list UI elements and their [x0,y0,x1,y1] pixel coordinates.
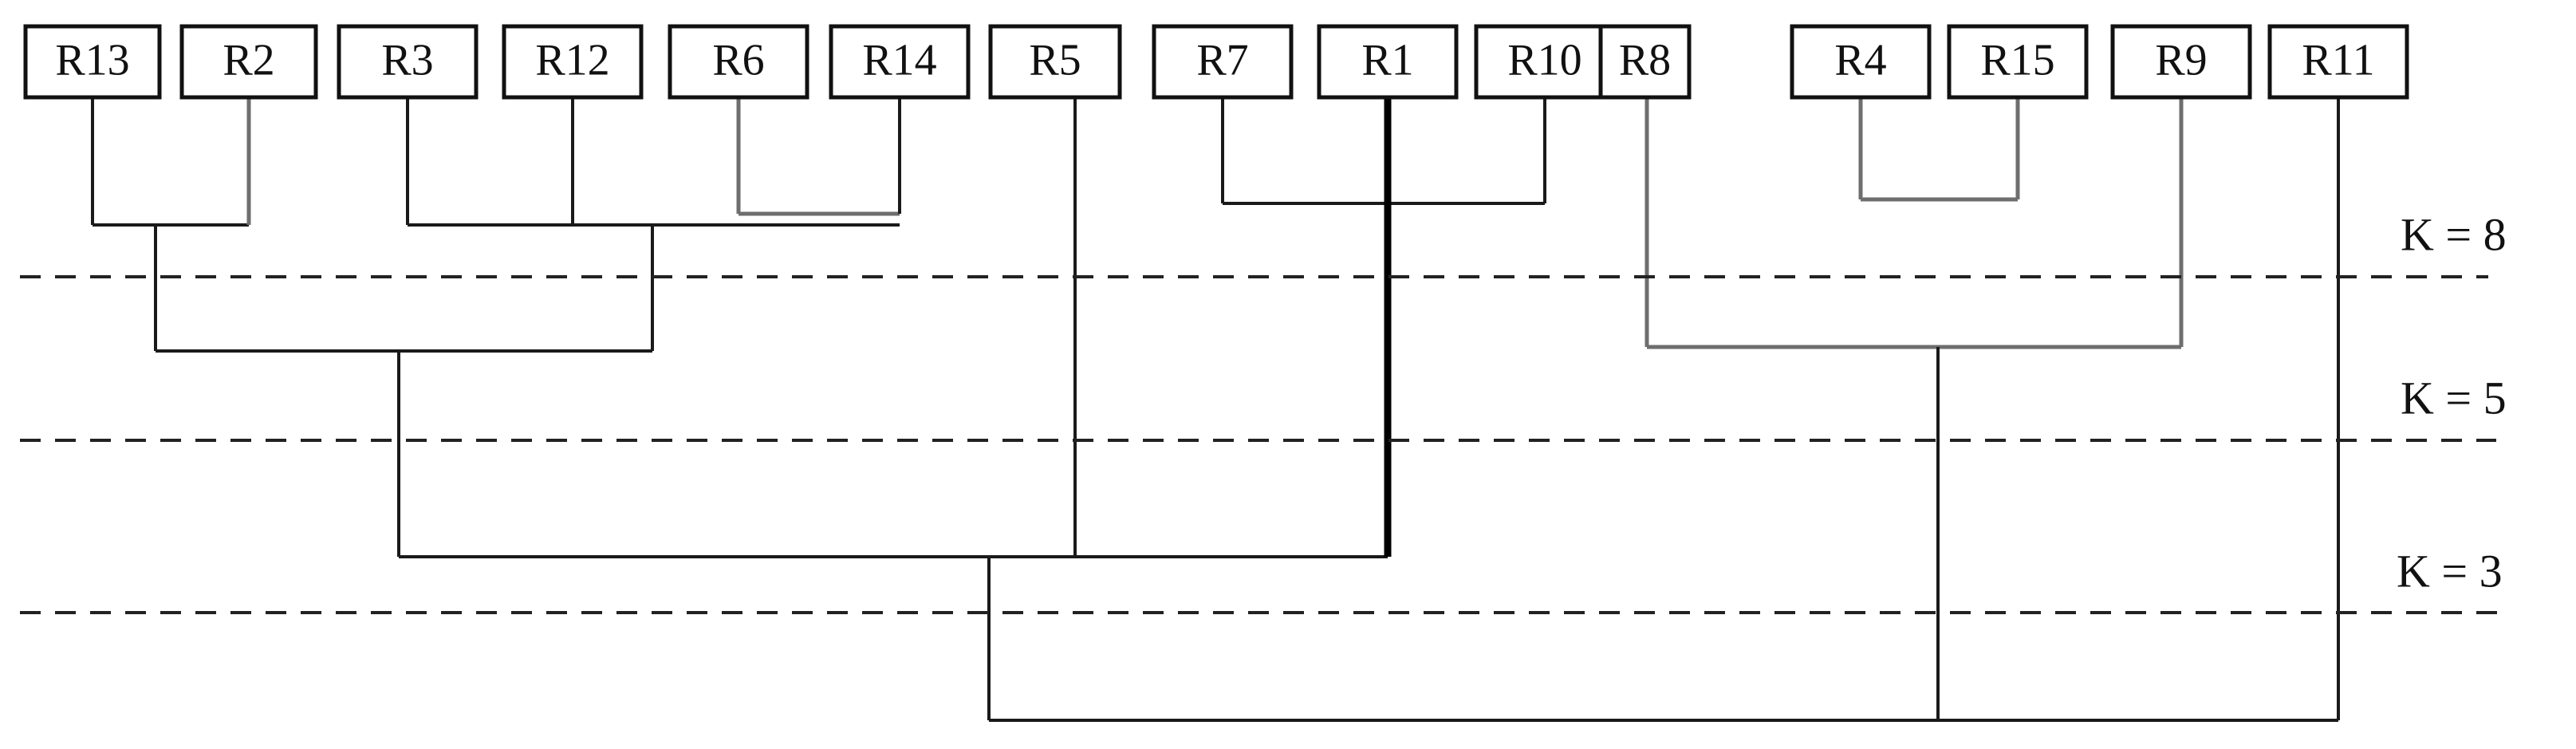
leaf-box-R3[interactable] [337,24,479,100]
cut-label-k5: K = 5 [2401,372,2507,424]
leaf-node-R12[interactable]: R12 [502,24,644,100]
leaf-label-R14: R14 [862,35,936,85]
leaf-label-R8: R8 [1619,35,1671,85]
leaf-node-R4[interactable]: R4 [1790,24,1932,100]
leaf-node-R13[interactable]: R13 [23,24,162,100]
leaf-label-R11: R11 [2302,35,2374,85]
leaf-label-R15: R15 [1980,35,2054,85]
leaf-node-R6[interactable]: R6 [668,24,809,100]
leaf-box-R11[interactable] [2267,24,2409,100]
leaf-box-R1[interactable] [1317,24,1459,100]
leaf-box-R5[interactable] [988,24,1122,100]
leaf-box-R7[interactable] [1152,24,1294,100]
leaf-node-R7[interactable]: R7 [1152,24,1294,100]
leaf-label-R1: R1 [1361,35,1413,85]
leaf-box-R2[interactable] [179,24,318,100]
cut-label-k8: K = 8 [2401,208,2507,260]
leaf-label-R10: R10 [1507,35,1581,85]
leaf-box-R8[interactable] [1598,24,1692,100]
leaf-label-R4: R4 [1834,35,1886,85]
leaf-node-R11[interactable]: R11 [2267,24,2409,100]
leaf-label-R7: R7 [1196,35,1248,85]
leaf-node-R2[interactable]: R2 [179,24,318,100]
leaf-box-R9[interactable] [2110,24,2252,100]
leaf-node-R10[interactable]: R10 [1474,24,1616,100]
leaf-label-R5: R5 [1029,35,1081,85]
leaf-node-R15[interactable]: R15 [1947,24,2089,100]
leaf-box-R13[interactable] [23,24,162,100]
leaf-node-R3[interactable]: R3 [337,24,479,100]
leaf-node-R8[interactable]: R8 [1598,24,1692,100]
leaf-node-R1[interactable]: R1 [1317,24,1459,100]
leaf-label-R12: R12 [535,35,609,85]
leaf-box-R4[interactable] [1790,24,1932,100]
leaf-box-R10[interactable] [1474,24,1616,100]
cut-lines-group [20,275,2508,614]
leaf-node-R14[interactable]: R14 [829,24,971,100]
leaf-label-R6: R6 [712,35,764,85]
leaf-label-R13: R13 [55,35,129,85]
dendrogram-links [91,97,2340,722]
cut-labels-group: K = 8 K = 5 K = 3 [2397,208,2507,597]
leaf-label-R9: R9 [2155,35,2207,85]
leaf-label-R2: R2 [223,35,274,85]
leaf-node-R5[interactable]: R5 [988,24,1122,100]
leaf-box-R14[interactable] [829,24,971,100]
leaf-box-R15[interactable] [1947,24,2089,100]
cut-label-k3: K = 3 [2397,545,2503,597]
leaf-nodes-group: R13 R2 R3 R12 R6 R14 R5 R7 R1 R10 R8 R4 R15 R9 R11 [23,24,2409,100]
leaf-label-R3: R3 [381,35,433,85]
leaf-node-R9[interactable]: R9 [2110,24,2252,100]
leaf-box-R12[interactable] [502,24,644,100]
leaf-box-R6[interactable] [668,24,809,100]
